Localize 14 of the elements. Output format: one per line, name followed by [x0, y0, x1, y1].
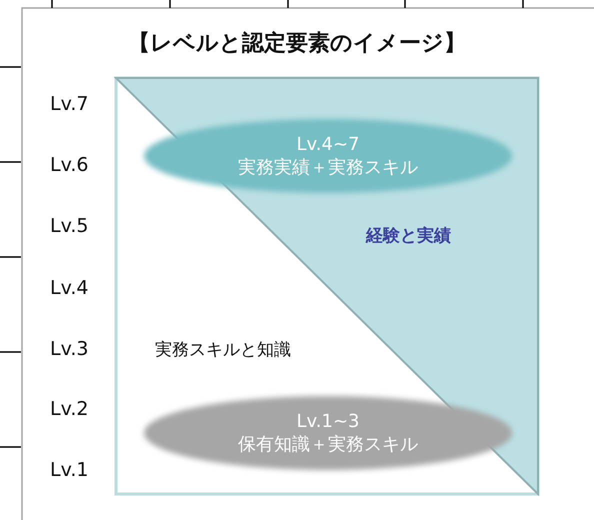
ellipse-label: 保有知識＋実務スキル: [238, 433, 418, 456]
title: 【レベルと認定要素のイメージ】: [127, 30, 467, 58]
axis-label: Lv.7: [50, 93, 88, 115]
axis-label: Lv.3: [50, 338, 88, 360]
axis-label: Lv.4: [50, 277, 88, 299]
ellipse-label: 実務実績＋実務スキル: [238, 156, 418, 179]
area-label: 経験と実績: [366, 225, 451, 247]
area-label: 実務スキルと知識: [155, 339, 291, 361]
axis-label: Lv.6: [50, 154, 88, 176]
ellipse-label: Lv.4~7: [296, 133, 360, 156]
axis-label: Lv.5: [50, 215, 88, 237]
axis-label: Lv.1: [50, 459, 88, 481]
axis-label: Lv.2: [50, 398, 88, 420]
ellipse-label: Lv.1~3: [296, 410, 360, 433]
